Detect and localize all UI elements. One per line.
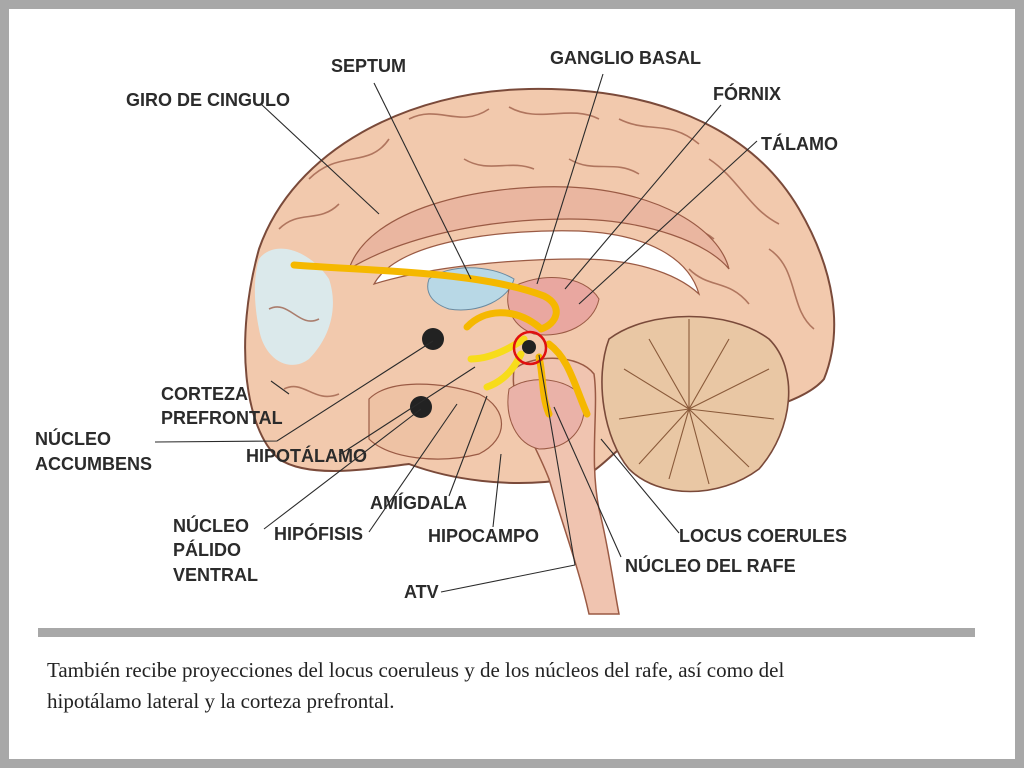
pathways	[290, 261, 591, 418]
label-accumbens-2: ACCUMBENS	[35, 454, 152, 474]
accumbens-dot	[422, 328, 444, 350]
vta-nucleus-marker	[522, 340, 536, 354]
label-palido-2: PÁLIDO	[173, 539, 241, 560]
pathway-accumbens	[463, 309, 543, 331]
label-corteza: CORTEZA	[161, 384, 248, 404]
label-palido-1: NÚCLEO	[173, 515, 249, 536]
label-atv: ATV	[404, 582, 439, 602]
label-prefrontal: PREFRONTAL	[161, 408, 283, 428]
label-accumbens-1: NÚCLEO	[35, 428, 111, 449]
label-amigdala: AMÍGDALA	[370, 492, 467, 513]
pathway-prefrontal	[290, 261, 560, 333]
label-hipocampo: HIPOCAMPO	[428, 526, 539, 546]
divider-bar	[38, 628, 975, 637]
temporal-lobe	[368, 383, 503, 460]
slide: SEPTUM GANGLIO BASAL GIRO DE CINGULO FÓR…	[9, 9, 1015, 759]
cerebellum-folia	[618, 319, 775, 485]
pathway-amygdala	[483, 350, 525, 391]
caption: También recibe proyecciones del locus co…	[47, 655, 947, 717]
label-giro-cingulo: GIRO DE CINGULO	[126, 90, 290, 110]
cerebellum	[601, 315, 790, 493]
label-nucleo-rafe: NÚCLEO DEL RAFE	[625, 555, 796, 576]
caption-line-2: hipotálamo lateral y la corteza prefront…	[47, 689, 395, 713]
ventral-pallidum-dot	[410, 396, 432, 418]
label-hipofisis: HIPÓFISIS	[274, 523, 363, 544]
caption-line-1: También recibe proyecciones del locus co…	[47, 658, 785, 682]
gyri-texture	[268, 106, 815, 398]
prefrontal-region	[254, 248, 333, 365]
labels: SEPTUM GANGLIO BASAL GIRO DE CINGULO FÓR…	[35, 48, 847, 602]
label-septum: SEPTUM	[331, 56, 406, 76]
vta-target-ring	[512, 330, 548, 366]
brain-diagram: SEPTUM GANGLIO BASAL GIRO DE CINGULO FÓR…	[35, 48, 847, 615]
pathway-locus-coeruleus	[545, 340, 591, 418]
label-palido-3: VENTRAL	[173, 565, 258, 585]
label-talamo: TÁLAMO	[761, 133, 838, 154]
label-fornix: FÓRNIX	[713, 83, 781, 104]
leader-lines	[154, 73, 758, 593]
label-hipotalamo: HIPOTÁLAMO	[246, 445, 367, 466]
label-ganglio-basal: GANGLIO BASAL	[550, 48, 701, 68]
label-locus-coerules: LOCUS COERULES	[679, 526, 847, 546]
pathway-hypothalamus	[467, 335, 528, 363]
